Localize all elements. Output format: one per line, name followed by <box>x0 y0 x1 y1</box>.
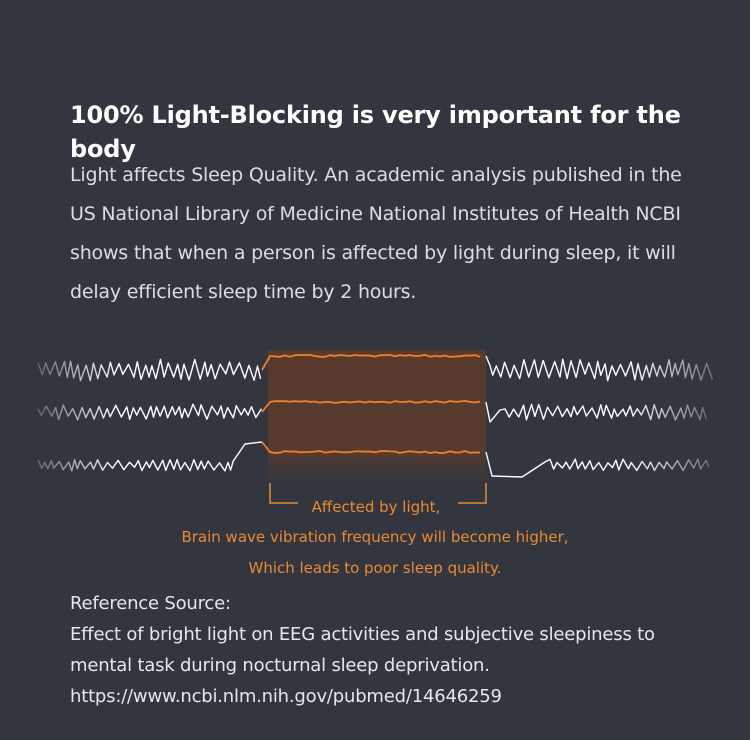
wave-3-left <box>37 441 263 472</box>
reference-title-line-1: Effect of bright light on EEG activities… <box>70 624 655 645</box>
bracket-right <box>458 483 487 504</box>
wave-2-left <box>37 403 263 421</box>
brain-wave-illustration <box>37 350 714 504</box>
reference-title-line-2: mental task during nocturnal sleep depri… <box>70 655 490 676</box>
caption-frequency: Brain wave vibration frequency will beco… <box>181 528 569 546</box>
light-exposure-band <box>268 350 486 495</box>
wave-3-affected <box>261 441 481 454</box>
reference-label: Reference Source: <box>70 593 231 614</box>
wave-2-affected <box>261 400 481 413</box>
reference-url[interactable]: https://www.ncbi.nlm.nih.gov/pubmed/1464… <box>70 686 502 707</box>
wave-1-right <box>485 355 714 382</box>
wave-1-affected <box>261 354 481 371</box>
page-title: 100% Light-Blocking is very important fo… <box>70 101 681 163</box>
wave-2-right <box>485 401 707 423</box>
intro-paragraph: Light affects Sleep Quality. An academic… <box>70 164 682 303</box>
reference-block: Reference Source: Effect of bright light… <box>70 588 730 712</box>
bracket-left <box>269 483 298 504</box>
wave-3-right <box>485 451 710 478</box>
caption-affected: Affected by light, <box>311 498 441 516</box>
caption-quality: Which leads to poor sleep quality. <box>248 559 502 577</box>
wave-1-left <box>37 358 262 382</box>
